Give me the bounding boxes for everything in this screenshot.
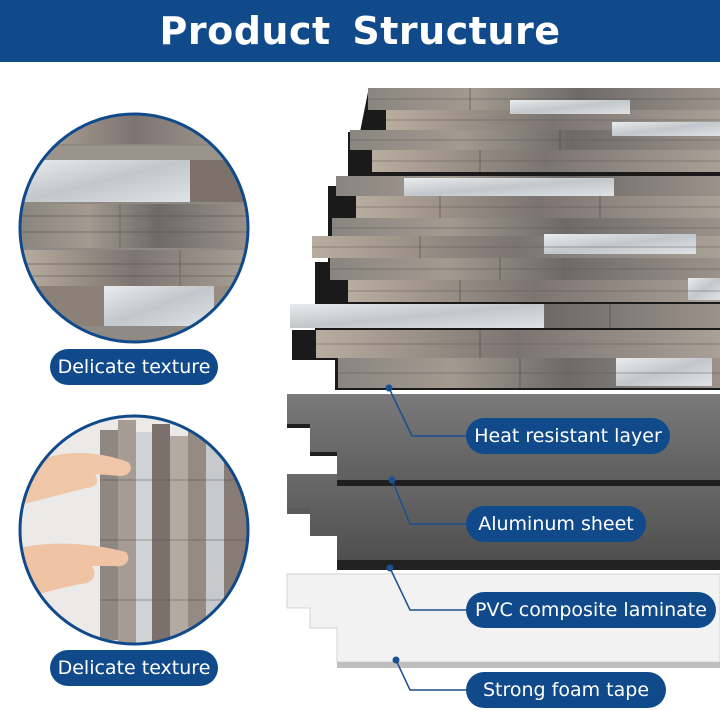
texture-closeup-top-ring (18, 112, 250, 344)
leader-lines (388, 387, 466, 691)
layer-label-foam-tape: Strong foam tape (466, 672, 666, 708)
layer-label-heat-resistant: Heat resistant layer (466, 418, 670, 454)
texture-callout-top: Delicate texture (50, 349, 218, 385)
texture-closeup-bottom (20, 416, 248, 644)
layer-label-aluminum-sheet: Aluminum sheet (466, 506, 646, 542)
title-banner: Product Structure (0, 0, 720, 62)
texture-callout-bottom: Delicate texture (50, 650, 218, 686)
tile-surface (290, 88, 720, 390)
layer-label-pvc-laminate: PVC composite laminate (466, 592, 716, 628)
page-title: Product Structure (159, 9, 561, 53)
texture-closeup-bottom-ring (18, 414, 250, 646)
